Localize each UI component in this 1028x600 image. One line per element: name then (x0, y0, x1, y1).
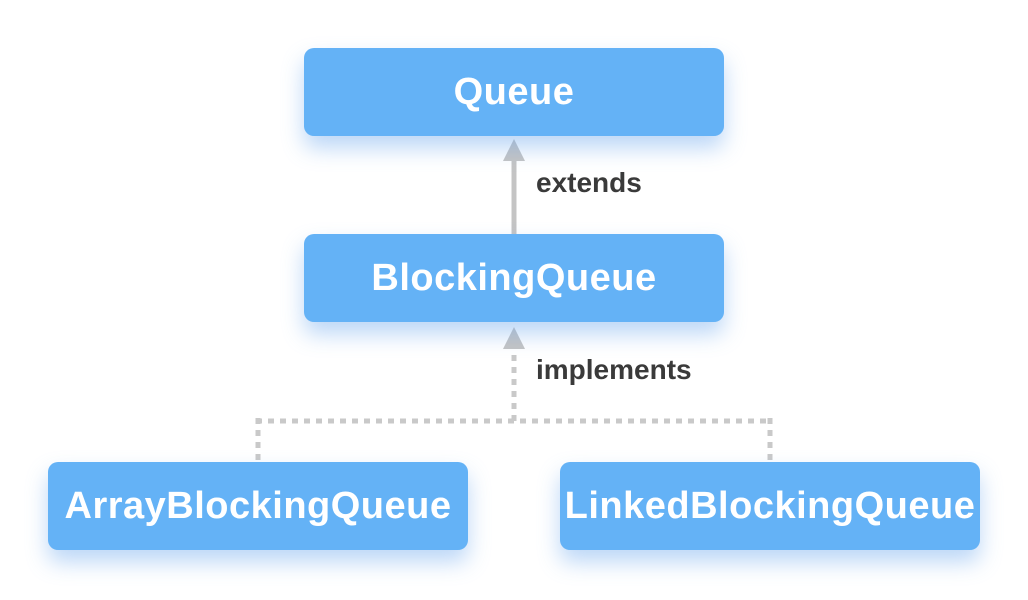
node-linkedblockingqueue: LinkedBlockingQueue (560, 462, 980, 550)
node-arrayblockingqueue: ArrayBlockingQueue (48, 462, 468, 550)
node-arrayblockingqueue-label: ArrayBlockingQueue (64, 484, 452, 527)
extends-arrow (503, 139, 525, 234)
node-blockingqueue-label: BlockingQueue (371, 256, 657, 299)
extends-arrowhead-icon (503, 139, 525, 161)
node-blockingqueue: BlockingQueue (304, 234, 724, 322)
node-queue: Queue (304, 48, 724, 136)
implements-connector (255, 327, 773, 462)
node-queue-label: Queue (453, 70, 575, 113)
implements-arrowhead-icon (503, 327, 525, 349)
node-linkedblockingqueue-label: LinkedBlockingQueue (564, 484, 976, 527)
implements-edge-label: implements (536, 354, 692, 385)
extends-edge-label: extends (536, 167, 642, 198)
